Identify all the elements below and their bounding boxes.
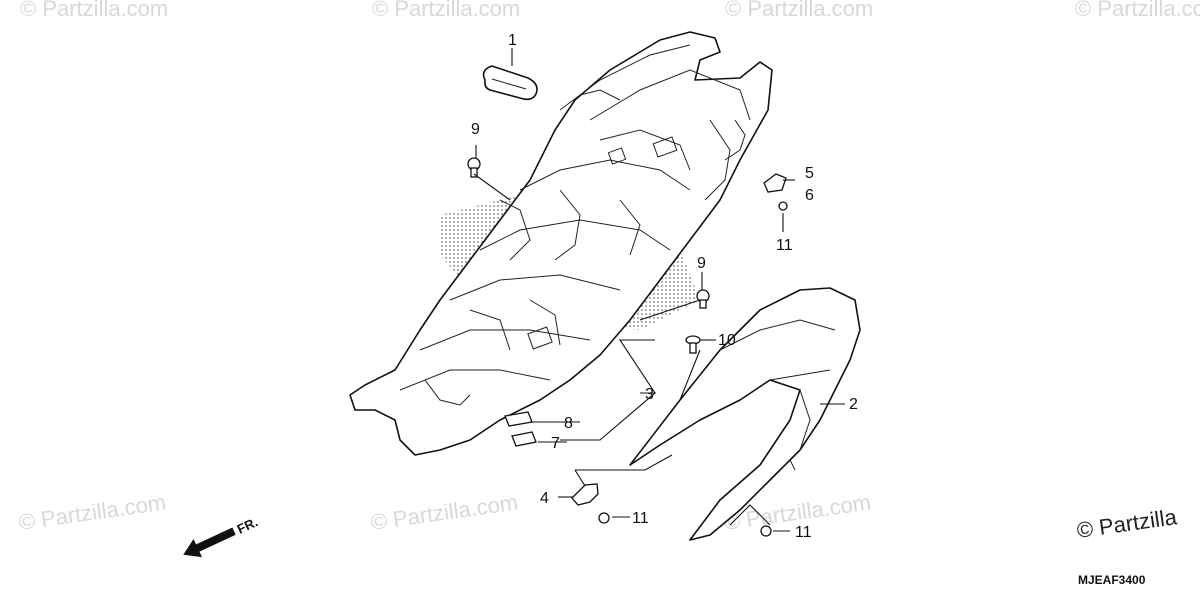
watermark: © Partzilla.com (725, 0, 873, 21)
callout-6: 6 (805, 187, 814, 204)
watermark: © Partzilla.com (369, 490, 519, 535)
callout-4: 4 (540, 490, 549, 507)
part-3-inner-fender (349, 31, 773, 456)
screw-11-upper (778, 201, 788, 211)
callouts: 1 9 5 6 11 9 10 2 3 8 7 4 11 11 (471, 32, 858, 541)
callout-11-lower-right: 11 (795, 524, 812, 541)
watermark: © Partzilla.com (20, 0, 168, 21)
diagram-code: MJEAF3400 (1078, 573, 1146, 587)
watermark: © Partzilla.com (17, 490, 167, 535)
copyright-text: © Partzilla (1075, 504, 1179, 543)
part-4-bracket (571, 483, 599, 506)
callout-10: 10 (718, 332, 736, 349)
part-5-6-bracket (763, 173, 787, 193)
callout-8: 8 (564, 415, 573, 432)
callout-11-upper: 11 (776, 237, 793, 254)
leader-lines (473, 48, 845, 532)
bolt-9-lower (696, 289, 710, 309)
callout-11-lower-left: 11 (632, 510, 649, 527)
callout-5: 5 (805, 165, 814, 182)
callout-2: 2 (849, 396, 858, 413)
part-2-rear-fender (629, 287, 861, 541)
front-arrow-label: FR. (235, 514, 260, 536)
part-1-grommet (482, 65, 538, 101)
screw-11-lower-left (598, 512, 610, 524)
callout-7: 7 (551, 435, 560, 452)
screw-10 (685, 335, 701, 354)
front-arrow: FR. (183, 514, 260, 558)
callout-9-upper: 9 (471, 121, 480, 138)
watermark: © Partzilla.com (372, 0, 520, 21)
watermark: © Partzilla.com (1075, 0, 1200, 21)
callout-1: 1 (508, 32, 517, 49)
part-7-clip (511, 431, 537, 447)
screw-11-lower-right (760, 525, 772, 537)
callout-3: 3 (645, 386, 654, 403)
callout-9-lower: 9 (697, 255, 706, 272)
bolt-9-upper (467, 157, 481, 178)
front-arrow-icon (183, 527, 236, 558)
